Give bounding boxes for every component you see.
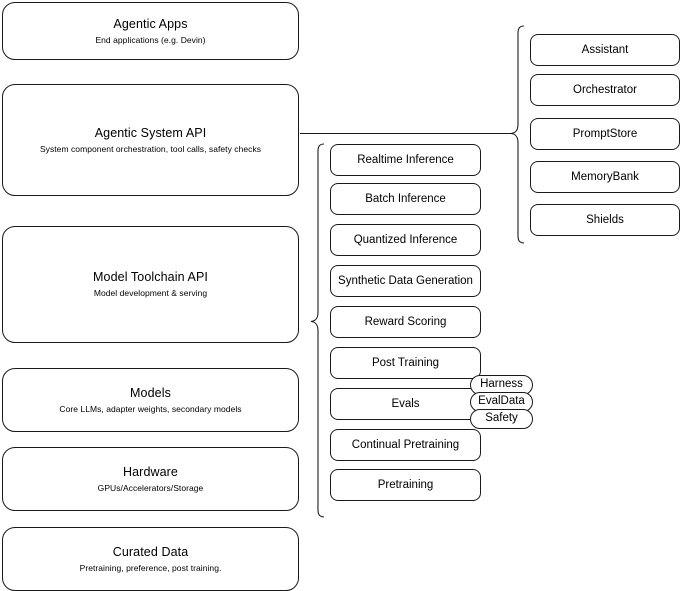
layer-hardware[interactable]: Hardware GPUs/Accelerators/Storage: [2, 447, 299, 511]
component-pretraining[interactable]: Pretraining: [330, 469, 481, 501]
brace-toolchain-components: [310, 143, 325, 518]
component-orchestrator[interactable]: Orchestrator: [530, 74, 680, 106]
component-continual-pretraining[interactable]: Continual Pretraining: [330, 429, 481, 461]
component-label: Assistant: [581, 44, 629, 56]
pill-label: Safety: [485, 412, 518, 425]
component-label: MemoryBank: [571, 171, 639, 183]
component-label: PromptStore: [572, 128, 638, 140]
component-realtime-inference[interactable]: Realtime Inference: [330, 144, 481, 176]
component-quantized-inference[interactable]: Quantized Inference: [330, 224, 481, 256]
layer-title: Hardware: [123, 464, 178, 479]
layer-agentic-apps[interactable]: Agentic Apps End applications (e.g. Devi…: [2, 2, 299, 60]
component-label: Quantized Inference: [353, 234, 458, 246]
layer-subtitle: End applications (e.g. Devin): [95, 34, 206, 45]
layer-models[interactable]: Models Core LLMs, adapter weights, secon…: [2, 368, 299, 432]
layer-title: Curated Data: [112, 544, 189, 559]
component-label: Continual Pretraining: [351, 439, 460, 451]
component-label: Batch Inference: [365, 193, 446, 205]
layer-title: Model Toolchain API: [93, 270, 208, 284]
component-label: Post Training: [371, 357, 440, 369]
layer-title: Models: [130, 385, 171, 400]
component-label: Synthetic Data Generation: [338, 275, 473, 287]
component-synthetic-data-generation[interactable]: Synthetic Data Generation: [330, 265, 481, 297]
component-label: Pretraining: [377, 479, 434, 491]
component-label: Realtime Inference: [357, 154, 454, 166]
layer-model-toolchain-api[interactable]: Model Toolchain API Model development & …: [2, 226, 299, 343]
layer-subtitle: Model development & serving: [93, 288, 208, 298]
pill-label: Harness: [480, 378, 523, 391]
component-batch-inference[interactable]: Batch Inference: [330, 183, 481, 215]
component-reward-scoring[interactable]: Reward Scoring: [330, 306, 481, 338]
component-post-training[interactable]: Post Training: [330, 347, 481, 379]
layer-subtitle: Core LLMs, adapter weights, secondary mo…: [59, 403, 242, 414]
pill-label: EvalData: [478, 395, 525, 408]
brace-system-components: [510, 25, 525, 244]
layer-title: Agentic System API: [94, 125, 207, 140]
component-evals[interactable]: Evals: [330, 388, 481, 420]
layer-subtitle: GPUs/Accelerators/Storage: [97, 482, 204, 493]
component-shields[interactable]: Shields: [530, 204, 680, 236]
evals-subcomponent-safety[interactable]: Safety: [470, 409, 533, 429]
component-promptstore[interactable]: PromptStore: [530, 118, 680, 150]
layer-agentic-system-api[interactable]: Agentic System API System component orch…: [2, 84, 299, 196]
component-assistant[interactable]: Assistant: [530, 34, 680, 66]
component-memorybank[interactable]: MemoryBank: [530, 161, 680, 193]
layer-curated-data[interactable]: Curated Data Pretraining, preference, po…: [2, 527, 299, 591]
component-label: Shields: [586, 214, 624, 226]
component-label: Evals: [391, 398, 420, 410]
layer-title: Agentic Apps: [113, 16, 188, 31]
layer-subtitle: System component orchestration, tool cal…: [39, 143, 262, 154]
layer-subtitle: Pretraining, preference, post training.: [79, 562, 222, 573]
component-label: Reward Scoring: [364, 316, 447, 328]
component-label: Orchestrator: [573, 84, 637, 96]
